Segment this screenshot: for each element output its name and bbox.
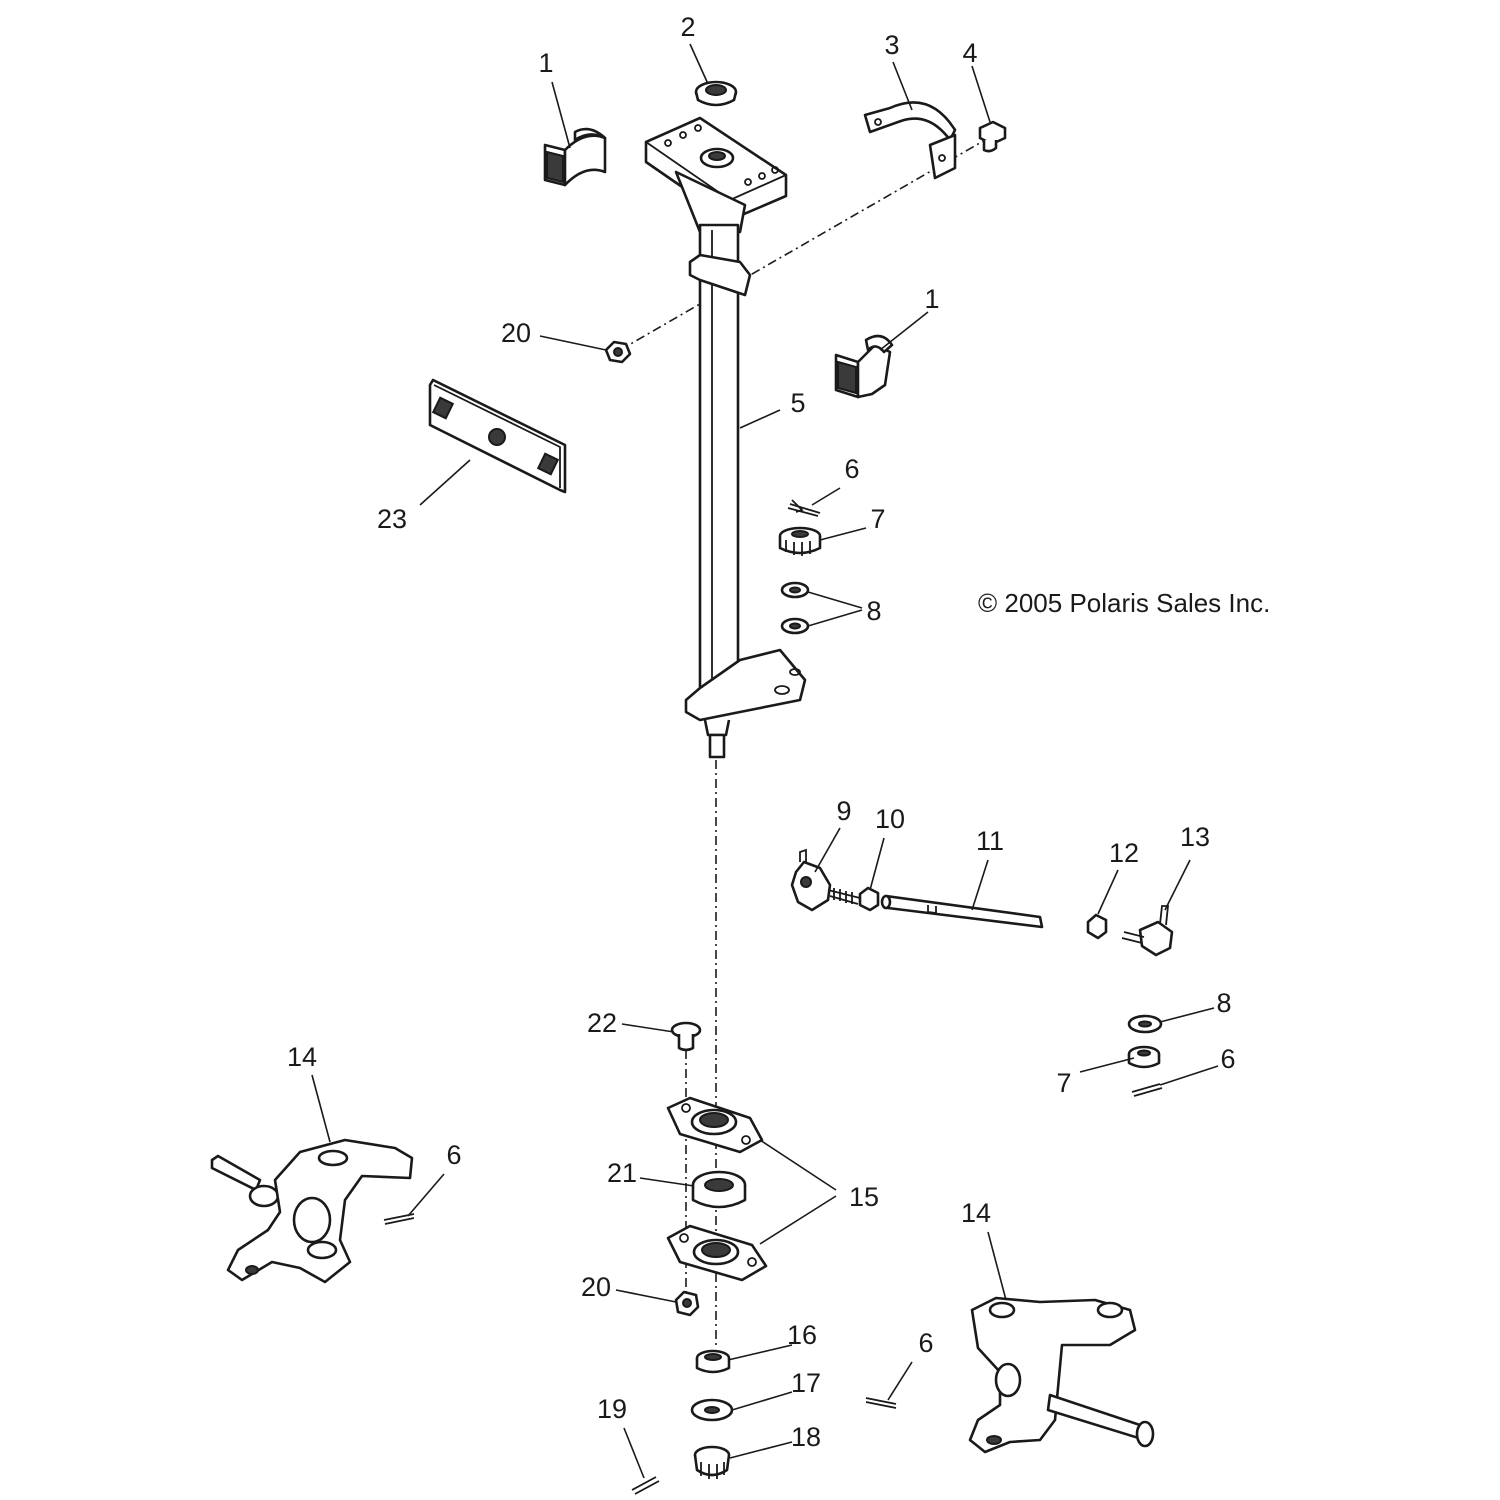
- part-1-bushing-upper: [543, 127, 607, 187]
- part-8-washers-upper: [780, 581, 810, 635]
- callout-14-left: 14: [287, 1042, 317, 1072]
- part-1-bushing-lower: [834, 334, 894, 399]
- callout-1-upper: 1: [538, 48, 553, 78]
- callout-16: 16: [787, 1320, 817, 1350]
- callout-14-right: 14: [961, 1198, 991, 1228]
- part-6-cotter-pin-left: [383, 1213, 415, 1225]
- callout-7-upper: 7: [870, 504, 885, 534]
- part-20-nut-lower: [674, 1290, 700, 1317]
- part-3-clamp: [863, 101, 957, 180]
- part-6-cotter-pin-upper: [787, 499, 821, 517]
- callout-9: 9: [836, 796, 851, 826]
- part-16-seal: [695, 1349, 731, 1374]
- callout-7-lower: 7: [1056, 1068, 1071, 1098]
- part-4-bolt: [978, 120, 1007, 153]
- callout-20-upper: 20: [501, 318, 531, 348]
- callout-21: 21: [607, 1158, 637, 1188]
- assembly-line-clamp: [619, 139, 986, 351]
- callout-15: 15: [849, 1182, 879, 1212]
- part-9-tie-rod-end: [790, 848, 861, 912]
- part-23-plate: [428, 378, 567, 494]
- callout-22: 22: [587, 1008, 617, 1038]
- callout-6-right: 6: [1220, 1044, 1235, 1074]
- callout-4: 4: [962, 38, 977, 68]
- part-17-washer: [690, 1398, 734, 1422]
- callout-labels: 1 2 3 4 1 20 5 23 6 7 8 9 10 11 12 13 8 …: [287, 12, 1236, 1452]
- callout-6-upper: 6: [844, 454, 859, 484]
- part-5-steering-post: [644, 116, 807, 759]
- callout-17: 17: [791, 1368, 821, 1398]
- callout-6-left: 6: [446, 1140, 461, 1170]
- callout-19: 19: [597, 1394, 627, 1424]
- part-10-jam-nut: [858, 886, 880, 912]
- part-6-cotter-pin-right: [1131, 1083, 1163, 1097]
- callout-13: 13: [1180, 822, 1210, 852]
- part-15-flange-upper: [666, 1096, 764, 1154]
- part-12-jam-nut: [1086, 913, 1108, 940]
- callout-3: 3: [884, 30, 899, 60]
- callout-10: 10: [875, 804, 905, 834]
- callout-20-lower: 20: [581, 1272, 611, 1302]
- part-22-bolt: [670, 1021, 702, 1052]
- part-11-tie-rod: [880, 894, 1044, 929]
- callout-12: 12: [1109, 838, 1139, 868]
- callout-8-lower: 8: [1216, 988, 1231, 1018]
- part-6-cotter-pin-middle: [865, 1397, 897, 1409]
- leader-lines: [311, 43, 1219, 1479]
- part-14-spindle-left: [210, 1138, 414, 1284]
- callout-1-lower: 1: [924, 284, 939, 314]
- part-18-castle-nut: [693, 1445, 731, 1479]
- part-2-grommet: [694, 80, 738, 107]
- part-20-nut-upper: [604, 340, 632, 364]
- copyright-notice: © 2005 Polaris Sales Inc.: [978, 588, 1270, 618]
- callout-18: 18: [791, 1422, 821, 1452]
- callout-11: 11: [976, 826, 1004, 856]
- callout-5: 5: [790, 388, 805, 418]
- part-7-castle-nut-lower: [1127, 1045, 1161, 1069]
- part-13-tie-rod-end: [1121, 905, 1174, 957]
- part-7-castle-nut-upper: [778, 526, 822, 556]
- callout-2: 2: [680, 12, 695, 42]
- part-15-flange-lower: [666, 1224, 768, 1282]
- callout-6-middle: 6: [918, 1328, 933, 1358]
- part-21-bearing: [691, 1170, 747, 1209]
- callout-8-upper: 8: [866, 596, 881, 626]
- callout-23: 23: [377, 504, 407, 534]
- part-14-spindle-right: [968, 1296, 1155, 1454]
- part-8-washer-lower: [1127, 1014, 1163, 1034]
- part-19-cotter-pin: [631, 1476, 660, 1495]
